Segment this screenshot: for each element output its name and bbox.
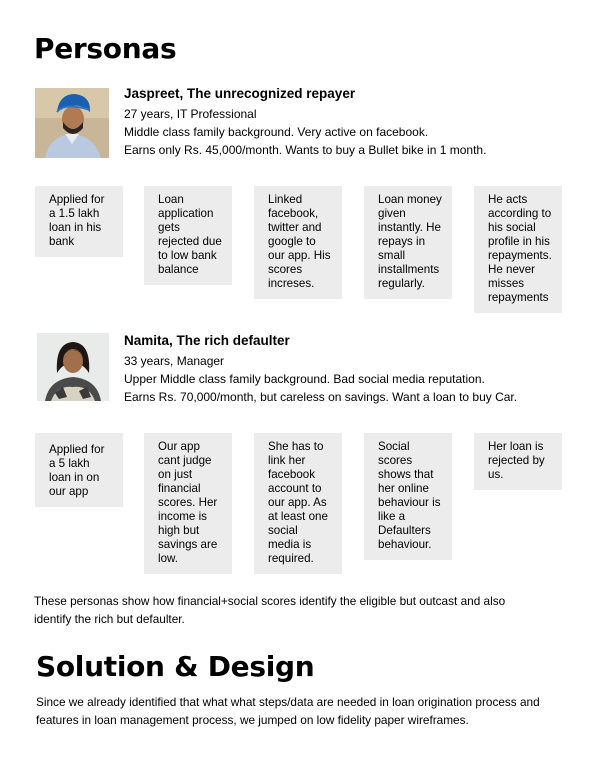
woman-portrait-icon — [37, 333, 109, 401]
persona-detail: Earns Rs. 70,000/month, but careless on … — [124, 390, 518, 404]
persona-photo-jaspreet — [35, 88, 109, 158]
journey-card: Loan money given instantly. He repays in… — [364, 186, 452, 299]
man-portrait-icon — [35, 88, 109, 158]
journey-card: Applied for a 5 lakh loan in on our app — [35, 433, 123, 507]
journey-card: Linked facebook, twitter and google to o… — [254, 186, 342, 299]
journey-card: She has to link her facebook account to … — [254, 433, 342, 574]
section-title-personas: Personas — [34, 32, 177, 65]
persona-detail: 33 years, Manager — [124, 354, 225, 368]
persona-photo-namita — [37, 333, 109, 401]
section-title-solution: Solution & Design — [36, 650, 315, 683]
persona-detail: 27 years, IT Professional — [124, 107, 257, 121]
journey-card: Our app cant judge on just financial sco… — [144, 433, 232, 574]
persona-name: Namita, The rich defaulter — [124, 333, 290, 348]
persona-name: Jaspreet, The unrecognized repayer — [124, 86, 356, 101]
summary-paragraph: These personas show how financial+social… — [34, 594, 506, 626]
journey-card: Loan application gets rejected due to lo… — [144, 186, 232, 285]
solution-paragraph: Since we already identified that what wh… — [36, 695, 540, 727]
persona-detail: Middle class family background. Very act… — [124, 125, 429, 139]
persona-detail: Upper Middle class family background. Ba… — [124, 372, 485, 386]
journey-card: He acts according to his social profile … — [474, 186, 562, 313]
journey-card: Her loan is rejected by us. — [474, 433, 562, 490]
journey-card: Applied for a 1.5 lakh loan in his bank — [35, 186, 123, 257]
journey-card: Social scores shows that her online beha… — [364, 433, 452, 560]
persona-detail: Earns only Rs. 45,000/month. Wants to bu… — [124, 143, 487, 157]
